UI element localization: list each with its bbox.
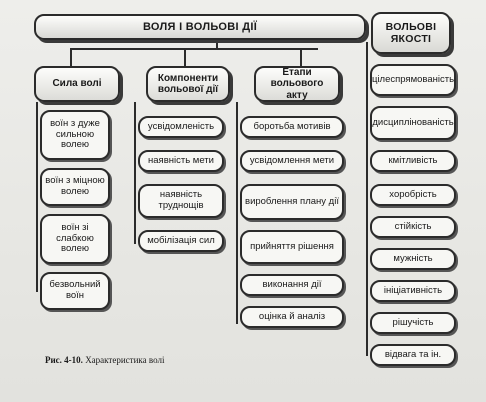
connector-to-strength xyxy=(70,48,72,66)
component-item: наявність труднощів xyxy=(138,184,224,218)
component-item: мобілізація сил xyxy=(138,230,224,252)
main-title: ВОЛЯ І ВОЛЬОВІ ДІЇ xyxy=(34,14,366,40)
strength-item: воїн з дуже сильною волею xyxy=(40,110,110,160)
qualities-heading: ВОЛЬОВІ ЯКОСТІ xyxy=(371,12,451,54)
connector-title-down xyxy=(216,40,218,50)
stages-heading: Етапи вольового акту xyxy=(254,66,340,102)
quality-item: кмітливість xyxy=(370,150,456,172)
stage-item: оцінка й аналіз xyxy=(240,306,344,328)
quality-item: цілеспрямованість xyxy=(370,64,456,96)
stage-item: прийняття рішення xyxy=(240,230,344,264)
quality-item: хоробрість xyxy=(370,184,456,206)
strength-item: воїн зі слабкою волею xyxy=(40,214,110,264)
figure-caption: Рис. 4-10. Характеристика волі xyxy=(45,355,164,365)
strength-item: безвольний воїн xyxy=(40,272,110,310)
quality-item: рішучість xyxy=(370,312,456,334)
components-spine xyxy=(134,102,136,244)
caption-number: Рис. 4-10. xyxy=(45,355,83,365)
quality-item: мужність xyxy=(370,248,456,270)
stage-item: вироблення плану дії xyxy=(240,184,344,220)
quality-item: відвага та ін. xyxy=(370,344,456,366)
stage-item: виконання дії xyxy=(240,274,344,296)
component-item: наявність мети xyxy=(138,150,224,172)
quality-item: дисциплінованість xyxy=(370,106,456,140)
components-heading: Компоненти вольової дії xyxy=(146,66,230,102)
qualities-spine xyxy=(366,42,368,356)
component-item: усвідомленість xyxy=(138,116,224,138)
connector-to-components xyxy=(184,48,186,66)
stages-spine xyxy=(236,102,238,324)
strength-heading: Сила волі xyxy=(34,66,120,102)
stage-item: боротьба мотивів xyxy=(240,116,344,138)
strength-item: воїн з міцною волею xyxy=(40,168,110,206)
connector-title-horizontal xyxy=(70,48,318,50)
quality-item: стійкість xyxy=(370,216,456,238)
quality-item: ініціативність xyxy=(370,280,456,302)
strength-spine xyxy=(36,102,38,292)
connector-to-stages xyxy=(300,48,302,66)
caption-text: Характеристика волі xyxy=(85,355,165,365)
stage-item: усвідомлення мети xyxy=(240,150,344,172)
